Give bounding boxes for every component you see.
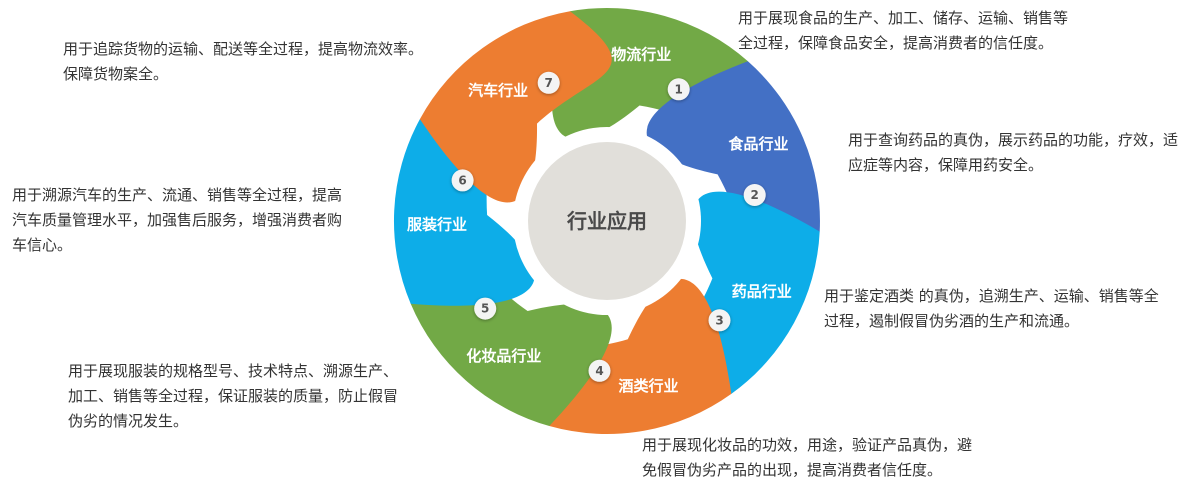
segment-5-badge-number: 5 <box>481 302 489 316</box>
segment-2-label: 食品行业 <box>728 135 788 153</box>
segment-5-description: 用于展现化妆品的功效，用途，验证产品真伪，避免假冒伪劣产品的出现，提高消费者信任… <box>642 436 973 479</box>
segment-5-badge: 5 <box>474 297 497 320</box>
segment-1-label: 物流行业 <box>611 46 671 64</box>
segment-6-badge-number: 6 <box>458 173 466 187</box>
segment-4-badge-number: 4 <box>595 364 603 378</box>
segment-7-petal <box>419 11 612 203</box>
center-title: 行业应用 <box>566 209 647 233</box>
segment-3-description: 用于查询药品的真伪，展示药品的功能，疗效，适应症等内容，保障用药安全。 <box>848 131 1179 174</box>
segment-4-description: 用于鉴定酒类 的真伪，追溯生产、运输、销售等全过程，遏制假冒伪劣酒的生产和流通。 <box>824 287 1159 330</box>
segment-2-badge: 2 <box>743 184 766 206</box>
segment-1-description: 用于追踪货物的运输、配送等全过程，提高物流效率。保障货物案全。 <box>63 40 424 83</box>
segment-6-label: 服装行业 <box>407 216 467 234</box>
segment-7-badge: 7 <box>537 71 560 94</box>
segment-3-badge-number: 3 <box>715 313 723 327</box>
segment-2-description: 用于展现食品的生产、加工、储存、运输、销售等全过程，保障食品安全，提高消费者的信… <box>738 9 1069 52</box>
center-disc <box>528 142 686 300</box>
segment-4-badge: 4 <box>588 359 611 382</box>
segment-4-label: 酒类行业 <box>618 377 678 395</box>
segment-7-label: 汽车行业 <box>468 81 528 99</box>
segment-6-petal <box>393 111 535 306</box>
segment-1-badge-number: 1 <box>675 82 683 96</box>
segment-6-badge: 6 <box>451 169 474 192</box>
segment-2-badge-number: 2 <box>751 188 759 202</box>
segment-1-badge: 1 <box>667 78 690 101</box>
segment-7-badge-number: 7 <box>545 76 553 90</box>
segment-4-petal <box>530 278 732 434</box>
segment-7-description: 用于溯源汽车的生产、流通、销售等全过程，提高汽车质量管理水平，加强售后服务，增强… <box>12 186 343 254</box>
segment-5-label: 化妆品行业 <box>466 347 541 365</box>
segment-3-badge: 3 <box>708 309 731 332</box>
segment-6-description: 用于展现服装的规格型号、技术特点、溯源生产、加工、销售等全过程，保证服装的质量，… <box>68 362 399 430</box>
segment-3-label: 药品行业 <box>732 282 792 300</box>
